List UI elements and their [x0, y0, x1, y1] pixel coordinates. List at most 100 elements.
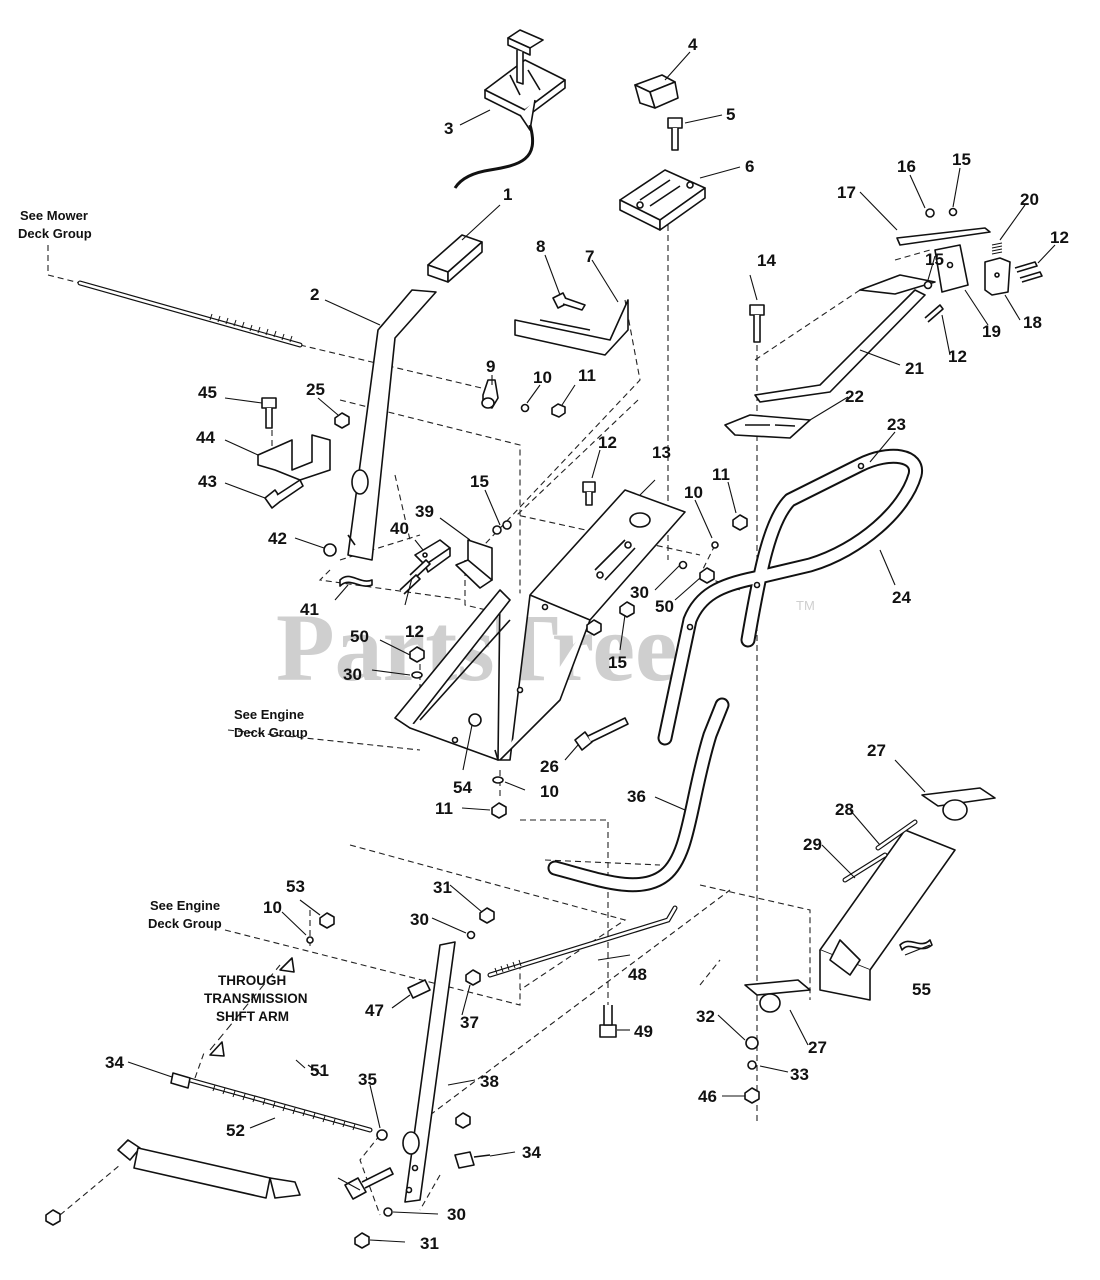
- callout-27b: 27: [808, 1038, 827, 1057]
- callout-43: 43: [198, 472, 217, 491]
- callout-12a: 12: [598, 433, 617, 452]
- callout-12b: 12: [405, 622, 424, 641]
- leader-lines: [127, 51, 1056, 1243]
- part-42-washer: [323, 543, 337, 557]
- part-12-screws: [399, 559, 431, 595]
- part-21-lever: [754, 289, 926, 403]
- part-55-clip: [899, 939, 933, 951]
- note-see-mower-deck: See Mower Deck Group: [18, 208, 92, 241]
- callout-22: 22: [845, 387, 864, 406]
- part-14-bolt: [749, 304, 765, 343]
- callout-10c: 10: [540, 782, 559, 801]
- callout-14: 14: [757, 251, 776, 270]
- part-15-nut-b: [619, 601, 635, 618]
- callout-10d: 10: [263, 898, 282, 917]
- part-6-plate: [619, 169, 706, 231]
- part-51-bolt: [344, 1167, 394, 1200]
- callout-30b: 30: [343, 665, 362, 684]
- callout-11c: 11: [435, 799, 453, 818]
- callout-23: 23: [887, 415, 906, 434]
- callout-24: 24: [892, 588, 911, 607]
- callout-45: 45: [198, 383, 217, 402]
- part-36-tube: [547, 697, 730, 893]
- part-35-washer: [376, 1129, 388, 1141]
- part-48-rod: [487, 905, 678, 978]
- part-45-bolt: [261, 397, 277, 429]
- damper-assembly: [117, 1139, 301, 1199]
- part-30-washer-b: [678, 560, 688, 570]
- part-50-nut-a: [409, 646, 425, 663]
- callout-15a: 15: [470, 472, 489, 491]
- part-7-bracket: [514, 299, 629, 356]
- part-2-pedal-arm: [347, 289, 437, 561]
- callout-51: 51: [310, 1061, 329, 1080]
- part-11-nut: [551, 403, 566, 418]
- callout-31b: 31: [420, 1234, 439, 1253]
- callout-12c: 12: [1050, 228, 1069, 247]
- svg-text:See Engine: See Engine: [234, 707, 304, 722]
- part-10-washer-b: [711, 541, 719, 549]
- callout-39: 39: [415, 502, 434, 521]
- part-53-nut: [319, 912, 335, 929]
- part-41-clip: [339, 575, 373, 587]
- svg-text:SHIFT ARM: SHIFT ARM: [216, 1009, 289, 1024]
- callout-2: 2: [310, 285, 319, 304]
- part-1-pad: [427, 234, 483, 283]
- part-25-nut: [334, 412, 350, 429]
- part-15-nut-d: [948, 207, 958, 217]
- part-50-nut-b: [699, 567, 715, 584]
- callout-18: 18: [1023, 313, 1042, 332]
- hardware-nut: [455, 1112, 471, 1129]
- callout-50a: 50: [350, 627, 369, 646]
- part-30-washer-a: [411, 671, 423, 679]
- callouts: 1 2 3 4 5 6 7 8 9 10 11 12 12 12 12 13 1…: [105, 35, 1069, 1253]
- part-34-ferrule-b: [454, 1151, 491, 1169]
- part-4-knob: [634, 74, 679, 109]
- part-11-nut-b: [732, 514, 748, 531]
- svg-text:See Engine: See Engine: [150, 898, 220, 913]
- callout-32: 32: [696, 1007, 715, 1026]
- part-29-rods: [842, 819, 918, 883]
- callout-31a: 31: [433, 878, 452, 897]
- part-5-bolt: [667, 117, 683, 151]
- part-40-hinge: [414, 539, 451, 573]
- part-44-bracket: [257, 434, 331, 481]
- callout-55: 55: [912, 980, 931, 999]
- callout-27a: 27: [867, 741, 886, 760]
- part-27-caster-bottom: [744, 979, 811, 1013]
- part-49-bolt: [599, 1005, 617, 1038]
- callout-21: 21: [905, 359, 924, 378]
- part-13-frame: [394, 489, 686, 761]
- callout-10b: 10: [684, 483, 703, 502]
- callout-44: 44: [196, 428, 215, 447]
- part-9-pin: [481, 379, 499, 409]
- callout-8: 8: [536, 237, 545, 256]
- note-see-engine-deck-2: See Engine Deck Group: [148, 898, 222, 931]
- part-12-screws-b: [924, 261, 1043, 323]
- callout-42: 42: [268, 529, 287, 548]
- callout-5: 5: [726, 105, 735, 124]
- callout-9: 9: [486, 357, 495, 376]
- callout-40: 40: [390, 519, 409, 538]
- callout-11a: 11: [578, 366, 596, 385]
- callout-15b: 15: [608, 653, 627, 672]
- rod-mower-deck: [77, 280, 303, 348]
- part-39-bracket: [455, 539, 493, 589]
- callout-34b: 34: [522, 1143, 541, 1162]
- callout-34a: 34: [105, 1053, 124, 1072]
- watermark-tm: TM: [796, 598, 815, 613]
- part-47-pin: [407, 979, 431, 999]
- part-11-nut-c: [491, 802, 507, 819]
- callout-13: 13: [652, 443, 671, 462]
- callout-20: 20: [1020, 190, 1039, 209]
- part-8-bolt: [552, 292, 586, 311]
- callout-6: 6: [745, 157, 754, 176]
- callout-54: 54: [453, 778, 472, 797]
- callout-26: 26: [540, 757, 559, 776]
- callout-53: 53: [286, 877, 305, 896]
- callout-29: 29: [803, 835, 822, 854]
- part-18-block: [984, 257, 1011, 296]
- part-38-lever: [402, 941, 456, 1203]
- part-52-rod: [187, 1077, 373, 1133]
- part-32-washer: [745, 1036, 759, 1050]
